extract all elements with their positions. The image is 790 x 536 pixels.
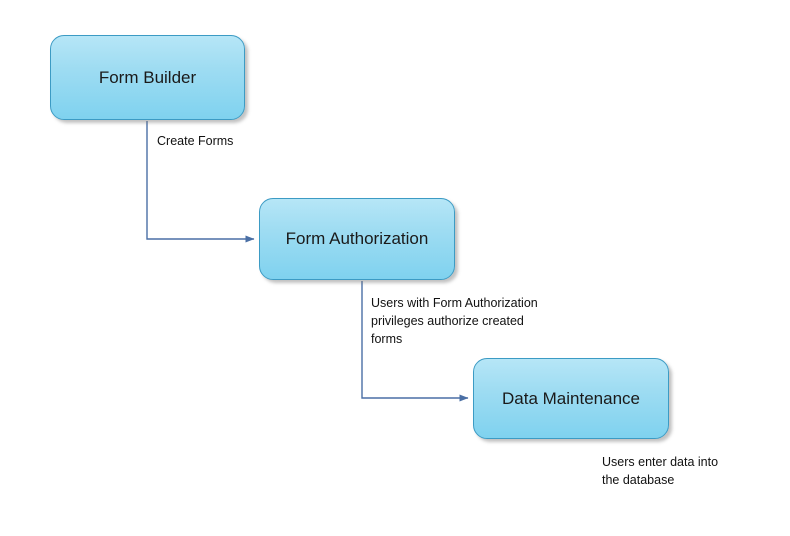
edge-label-authorize-forms: Users with Form Authorization privileges…	[371, 294, 585, 348]
edge-label-authorize-forms-line3: forms	[371, 332, 403, 346]
edge-label-create-forms-text: Create Forms	[157, 134, 234, 148]
edge-label-authorize-forms-line2: privileges authorize created	[371, 314, 524, 328]
edge-label-enter-data: Users enter data into the database	[602, 453, 772, 489]
node-data-maintenance[interactable]: Data Maintenance	[473, 358, 669, 439]
node-form-authorization-label: Form Authorization	[285, 229, 429, 248]
edge-label-authorize-forms-line1: Users with Form Authorization	[371, 296, 538, 310]
node-form-builder-label: Form Builder	[98, 67, 197, 87]
edge-label-create-forms: Create Forms	[157, 132, 233, 150]
edge-label-enter-data-line1: Users enter data into	[602, 455, 719, 469]
node-form-builder[interactable]: Form Builder	[50, 35, 245, 120]
edge-label-enter-data-line2: the database	[602, 473, 675, 487]
node-form-authorization[interactable]: Form Authorization	[259, 198, 455, 280]
node-data-maintenance-label: Data Maintenance	[502, 388, 640, 408]
